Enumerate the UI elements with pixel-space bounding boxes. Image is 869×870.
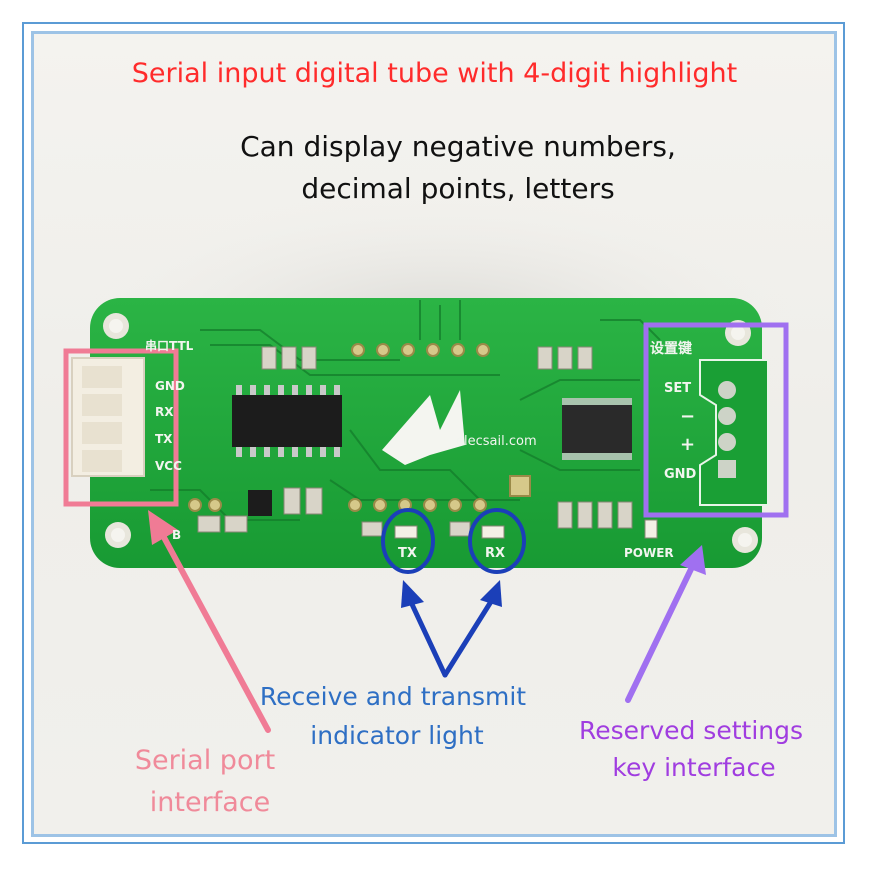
pin-label-gnd-right: GND — [664, 467, 697, 482]
rx-highlight-ellipse — [468, 508, 526, 574]
mounting-hole — [732, 527, 758, 553]
tx-label: TX — [398, 546, 417, 561]
pcb-board — [71, 298, 769, 568]
brand-logo — [382, 390, 465, 465]
callout-serial-line-2: interface — [149, 787, 271, 818]
mcu-chip — [562, 398, 632, 460]
rx-label: RX — [485, 546, 505, 561]
serial-highlight-box — [63, 348, 179, 507]
smd-components — [197, 346, 633, 537]
pink-arrow — [148, 510, 271, 733]
pin-label-rx: RX — [155, 405, 174, 419]
callout-serial-line-1: Serial port — [134, 745, 276, 776]
tx-highlight-ellipse — [381, 508, 435, 574]
serial-connector — [71, 357, 145, 477]
left-header-label: 串口TTL — [145, 338, 194, 353]
pin-label-plus: + — [680, 434, 695, 455]
power-led — [644, 519, 658, 539]
blue-arrow-rx — [442, 580, 502, 678]
outer-frame — [22, 22, 845, 844]
ic-chip — [232, 385, 342, 457]
page-title: Serial input digital tube with 4-digit h… — [131, 58, 738, 89]
pin-label-gnd: GND — [155, 379, 185, 393]
pin-b-label: B — [172, 528, 181, 542]
transistor — [248, 490, 272, 516]
callout-indicator-line-2: indicator light — [310, 721, 484, 750]
mounting-hole — [103, 313, 129, 339]
purple-arrow — [625, 545, 706, 703]
pin-label-set: SET — [664, 381, 691, 396]
mounting-hole — [105, 522, 131, 548]
settings-highlight-box — [643, 322, 789, 518]
settings-header — [699, 359, 769, 506]
power-label: POWER — [624, 546, 674, 560]
right-header-label: 设置键 — [650, 340, 693, 357]
blue-arrow-tx — [401, 580, 448, 678]
subtitle-line-1: Can display negative numbers, — [240, 130, 676, 163]
callout-indicator-line-1: Receive and transmit — [259, 682, 527, 711]
subtitle-line-2: decimal points, letters — [301, 172, 615, 205]
tx-led — [394, 525, 418, 539]
brand-text: elecsail.com — [456, 434, 537, 449]
pin-label-vcc: VCC — [155, 459, 182, 473]
square-pad — [509, 475, 531, 497]
callout-settings-line-1: Reserved settings — [579, 716, 803, 745]
pin-label-tx: TX — [155, 432, 173, 446]
callout-settings-line-2: key interface — [612, 753, 776, 782]
rx-led — [481, 525, 505, 539]
pin-label-minus: − — [680, 406, 695, 427]
